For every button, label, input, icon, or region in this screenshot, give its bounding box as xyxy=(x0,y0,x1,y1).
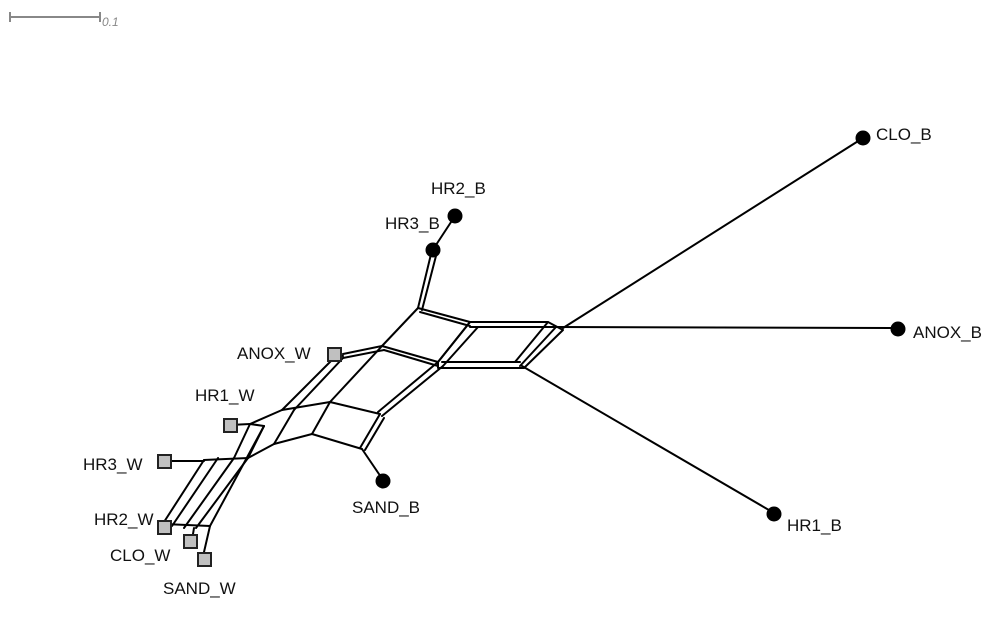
split-edge xyxy=(233,423,251,459)
split-edge xyxy=(364,417,385,451)
split-edge xyxy=(519,326,557,367)
water-nodes xyxy=(157,347,342,567)
node-hr2-w xyxy=(157,520,172,535)
edge-clo-b xyxy=(562,137,864,329)
node-anox-b xyxy=(890,321,906,337)
label-sand-w: SAND_W xyxy=(163,579,236,598)
scale-bar-label: 0.1 xyxy=(102,15,119,29)
split-edge xyxy=(293,357,344,411)
node-clo-w xyxy=(183,534,198,549)
split-edge xyxy=(437,321,471,363)
split-edge xyxy=(381,307,419,347)
split-edge xyxy=(281,401,331,411)
node-hr1-w xyxy=(223,418,238,433)
edge-anox-b xyxy=(555,326,899,329)
pendant-edges xyxy=(163,137,899,514)
split-edge xyxy=(203,525,211,553)
split-edge xyxy=(273,409,295,445)
split-edge xyxy=(209,425,265,527)
node-clo-b xyxy=(855,130,871,146)
split-edge xyxy=(249,423,265,427)
split-edge xyxy=(311,401,331,435)
node-anox-w xyxy=(327,347,342,362)
split-edge xyxy=(381,365,444,417)
split-edge xyxy=(442,326,479,367)
split-edge xyxy=(247,443,275,459)
label-clo-b: CLO_B xyxy=(876,125,932,144)
split-edge xyxy=(311,433,363,450)
edge-hr1-b xyxy=(521,365,775,514)
split-edge xyxy=(514,321,549,363)
split-edge xyxy=(329,345,383,403)
edge-hr3-b xyxy=(417,249,433,309)
label-anox-b: ANOX_B xyxy=(913,323,982,342)
label-hr3-b: HR3_B xyxy=(385,214,440,233)
label-hr2-w: HR2_W xyxy=(94,510,154,529)
label-hr1-b: HR1_B xyxy=(787,516,842,535)
split-edge xyxy=(383,349,439,367)
split-edge xyxy=(381,345,439,363)
node-hr1-b xyxy=(766,506,782,522)
edge-hr3-b-2 xyxy=(421,251,438,311)
node-hr3-w xyxy=(157,454,172,469)
label-clo-w: CLO_W xyxy=(110,546,170,565)
split-edge xyxy=(342,345,383,355)
split-edge xyxy=(329,401,381,415)
label-sand-b: SAND_B xyxy=(352,498,420,517)
split-edge xyxy=(183,457,235,529)
label-anox-w: ANOX_W xyxy=(237,344,311,363)
split-edge xyxy=(281,355,337,411)
split-edge xyxy=(249,409,283,425)
split-edge xyxy=(377,361,439,413)
split-edge xyxy=(359,413,381,449)
label-hr1-w: HR1_W xyxy=(195,386,255,405)
split-edge xyxy=(171,457,219,527)
split-edge xyxy=(417,307,471,323)
node-sand-w xyxy=(197,552,212,567)
split-edge xyxy=(163,459,205,523)
label-hr2-b: HR2_B xyxy=(431,179,486,198)
split-edge xyxy=(203,457,249,461)
split-edge xyxy=(419,311,471,327)
node-hr2-b xyxy=(447,208,463,224)
node-hr3-b xyxy=(425,242,441,258)
node-sand-b xyxy=(375,473,391,489)
bacteria-nodes xyxy=(375,130,906,522)
scale-bar: 0.1 xyxy=(9,12,119,29)
label-hr3-w: HR3_W xyxy=(83,455,143,474)
split-edge xyxy=(273,433,313,445)
taxa-labels: CLO_B HR2_B HR3_B ANOX_B ANOX_W HR1_W HR… xyxy=(83,125,982,598)
